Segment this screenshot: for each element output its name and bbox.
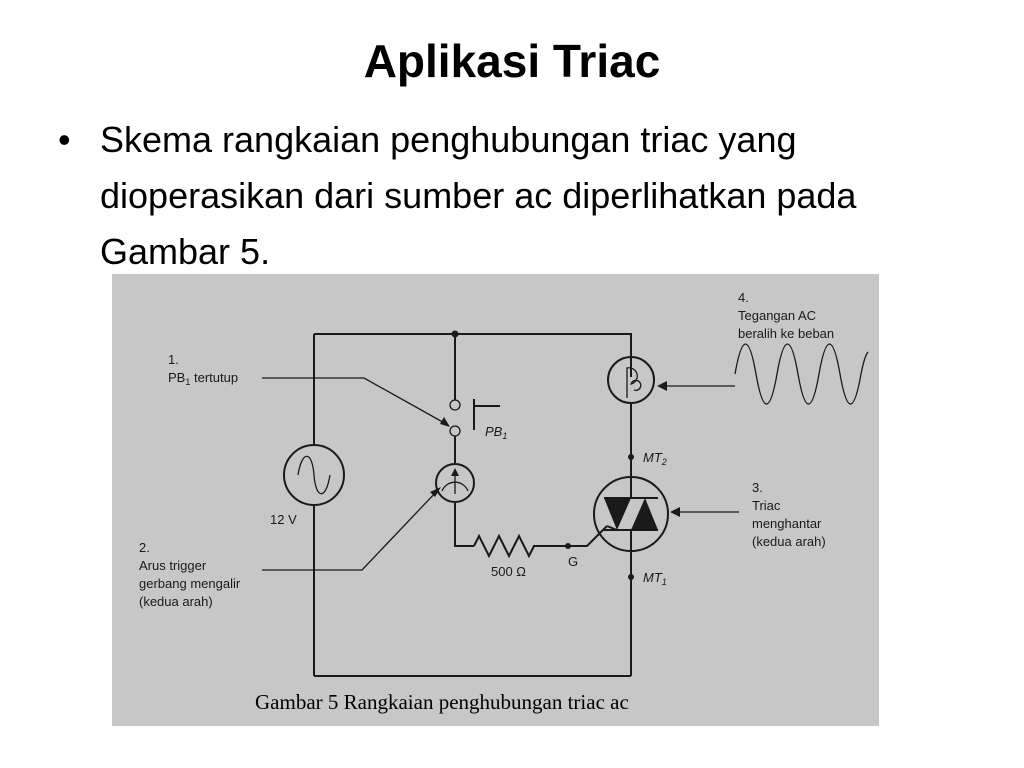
source-voltage-label: 12 V xyxy=(270,512,297,527)
bullet-text: Skema rangkaian penghubungan triac yang … xyxy=(100,119,857,272)
ac-source xyxy=(283,444,345,506)
mt2-label: MT2 xyxy=(643,450,667,467)
bullet-marker: • xyxy=(58,119,71,160)
circuit-diagram: 1. PB1 tertutup 2. Arus trigger gerbang … xyxy=(139,290,869,714)
note3-line2: menghantar xyxy=(752,516,822,531)
gate-current-meter xyxy=(435,463,475,503)
circuit-figure: 1. PB1 tertutup 2. Arus trigger gerbang … xyxy=(112,274,879,726)
note4-line2: beralih ke beban xyxy=(738,326,834,341)
mt2-terminal-dot xyxy=(628,454,634,460)
push-button-pb1 xyxy=(449,399,500,437)
gate-label: G xyxy=(568,554,578,569)
mt1-label: MT1 xyxy=(643,570,667,587)
junction-dot xyxy=(451,330,459,338)
note4-line1: Tegangan AC xyxy=(738,308,816,323)
resistor-500-ohm xyxy=(473,533,540,559)
triac-symbol xyxy=(593,476,669,552)
note3-number: 3. xyxy=(752,480,763,495)
gate-terminal-dot xyxy=(565,543,571,549)
ac-waveform xyxy=(734,343,869,405)
circuit-wires xyxy=(313,333,632,677)
note1-number: 1. xyxy=(168,352,179,367)
note2-line3: (kedua arah) xyxy=(139,594,213,609)
switch-pb1-label: PB1 xyxy=(485,424,507,441)
note3-line3: (kedua arah) xyxy=(752,534,826,549)
note2-number: 2. xyxy=(139,540,150,555)
lamp-load xyxy=(607,356,655,404)
note3-line1: Triac xyxy=(752,498,781,513)
bullet-item: • Skema rangkaian penghubungan triac yan… xyxy=(58,112,958,280)
note2-line2: gerbang mengalir xyxy=(139,576,241,591)
note4-number: 4. xyxy=(738,290,749,305)
note1-label: PB1 tertutup xyxy=(168,370,238,387)
note2-line1: Arus trigger xyxy=(139,558,207,573)
mt1-terminal-dot xyxy=(628,574,634,580)
resistor-value-label: 500 Ω xyxy=(491,564,526,579)
slide-title: Aplikasi Triac xyxy=(363,35,661,87)
figure-caption: Gambar 5 Rangkaian penghubungan triac ac xyxy=(255,690,629,714)
annotation-leaders xyxy=(262,377,739,571)
